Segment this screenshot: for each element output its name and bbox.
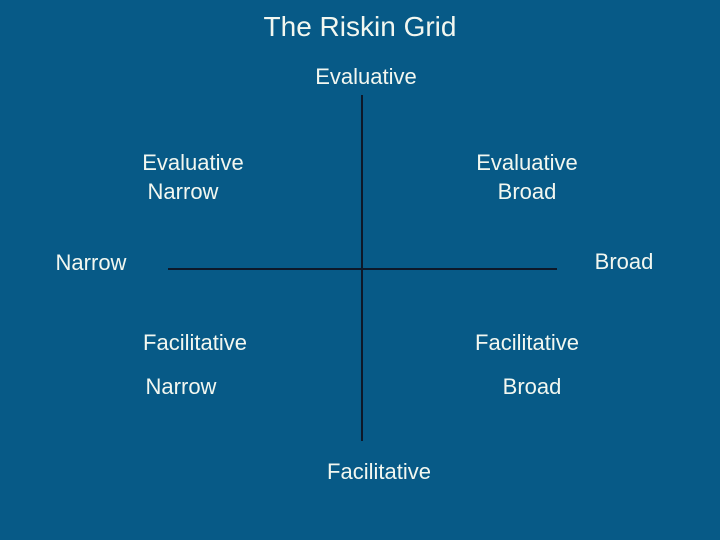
quadrant-top-right-line2: Broad xyxy=(497,178,557,204)
axis-label-bottom-facilitative: Facilitative xyxy=(327,458,431,484)
quadrant-bottom-left-line1: Facilitative xyxy=(143,329,247,355)
quadrant-bottom-right-line2: Broad xyxy=(502,373,562,399)
quadrant-top-left-line2: Narrow xyxy=(147,178,219,204)
axis-label-top-evaluative: Evaluative xyxy=(315,63,417,89)
quadrant-bottom-left-line2: Narrow xyxy=(145,373,217,399)
axis-label-right-broad: Broad xyxy=(594,248,654,274)
page-title: The Riskin Grid xyxy=(263,11,457,43)
quadrant-bottom-right-line1: Facilitative xyxy=(475,329,579,355)
quadrant-top-right-line1: Evaluative xyxy=(476,149,578,175)
quadrant-top-left-line1: Evaluative xyxy=(142,149,244,175)
axis-label-left-narrow: Narrow xyxy=(55,249,127,275)
horizontal-axis-line xyxy=(168,268,557,270)
